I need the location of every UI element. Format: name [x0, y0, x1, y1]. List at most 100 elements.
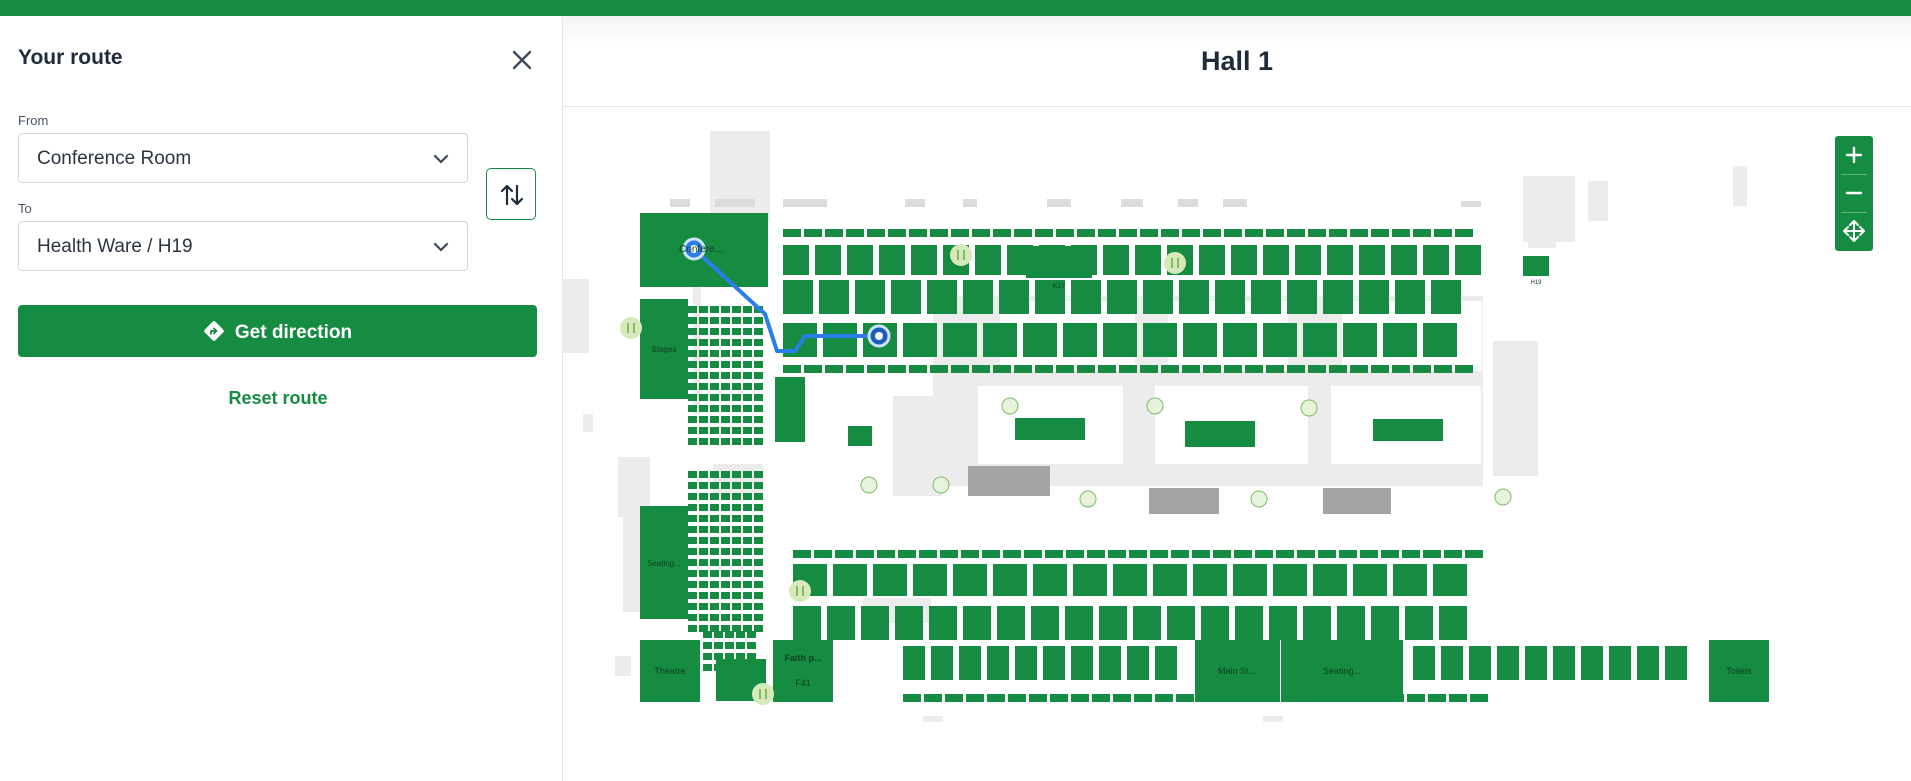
armchair-icon[interactable]	[1494, 488, 1512, 506]
close-button[interactable]	[506, 44, 538, 76]
booth	[929, 606, 957, 640]
booth	[699, 526, 708, 533]
fork-knife-glyph	[759, 689, 767, 699]
booth	[714, 642, 723, 649]
booth	[1073, 564, 1107, 596]
armchair-icon[interactable]	[1146, 397, 1164, 415]
booth	[688, 383, 697, 390]
booth	[1179, 280, 1209, 314]
booth	[903, 694, 921, 702]
booth	[1023, 323, 1057, 357]
route-line	[692, 247, 879, 353]
fork-knife-icon[interactable]	[620, 317, 642, 339]
booth	[1365, 694, 1383, 702]
booth	[747, 642, 756, 649]
booth	[743, 559, 752, 566]
booth	[951, 365, 969, 373]
booth	[804, 229, 822, 237]
recenter-button[interactable]	[1835, 212, 1873, 250]
armchair-icon[interactable]	[1001, 397, 1019, 415]
booth	[754, 493, 763, 500]
service-stub	[783, 199, 827, 207]
booth	[699, 328, 708, 335]
booth	[1413, 646, 1435, 680]
armchair-icon[interactable]	[1079, 490, 1097, 508]
booth	[1581, 646, 1603, 680]
booth	[703, 642, 712, 649]
booth	[1303, 606, 1331, 640]
booth	[1035, 365, 1053, 373]
booth	[1465, 550, 1483, 558]
booth	[743, 328, 752, 335]
fork-knife-icon[interactable]	[789, 580, 811, 602]
service-stub	[1461, 201, 1481, 207]
booth	[1392, 229, 1410, 237]
armchair-icon[interactable]	[1300, 399, 1318, 417]
booth	[1433, 564, 1467, 596]
label-toilets: Toilets	[1726, 666, 1752, 676]
zoom-separator	[1841, 212, 1867, 213]
armchair-icon[interactable]	[1250, 490, 1268, 508]
booth	[1391, 245, 1417, 275]
booth	[963, 280, 993, 314]
booth	[710, 493, 719, 500]
booth	[877, 550, 895, 558]
booth	[1308, 365, 1326, 373]
booth	[754, 394, 763, 401]
booth	[1329, 229, 1347, 237]
armchair-icon[interactable]	[860, 476, 878, 494]
booth	[1423, 323, 1457, 357]
get-direction-button[interactable]: Get direction	[18, 305, 537, 357]
to-select[interactable]: Health Ware / H19	[18, 221, 468, 271]
armchair-icon[interactable]	[932, 476, 950, 494]
fork-knife-glyph	[957, 250, 965, 260]
fork-knife-glyph	[627, 323, 635, 333]
booth	[754, 383, 763, 390]
booth	[714, 653, 723, 660]
fork-knife-icon[interactable]	[1164, 252, 1186, 274]
booth	[732, 372, 741, 379]
booth	[835, 550, 853, 558]
booth	[959, 646, 981, 680]
booth	[710, 581, 719, 588]
booth	[819, 280, 849, 314]
booth	[1327, 245, 1353, 275]
booth	[1260, 694, 1278, 702]
booth	[1135, 245, 1161, 275]
booth	[699, 515, 708, 522]
booth	[1263, 245, 1289, 275]
booth	[1167, 606, 1195, 640]
booth	[997, 606, 1025, 640]
booth	[1371, 365, 1389, 373]
from-select[interactable]: Conference Room	[18, 133, 468, 183]
booth	[710, 328, 719, 335]
booth	[1015, 418, 1085, 440]
service-stub	[963, 199, 977, 207]
booth	[1087, 550, 1105, 558]
zoom-out-button[interactable]	[1835, 174, 1873, 212]
booth	[1308, 229, 1326, 237]
booth	[710, 625, 719, 632]
booth	[1224, 229, 1242, 237]
booth	[1035, 229, 1053, 237]
reset-route-link[interactable]: Reset route	[228, 388, 328, 408]
booth	[1035, 280, 1065, 314]
fork-knife-icon[interactable]	[752, 683, 774, 705]
booth	[1071, 694, 1089, 702]
booth	[743, 526, 752, 533]
fork-knife-icon[interactable]	[950, 244, 972, 266]
booth	[743, 427, 752, 434]
booth	[783, 245, 809, 275]
booth	[743, 493, 752, 500]
swap-route-button[interactable]	[486, 168, 536, 220]
booth	[1143, 280, 1173, 314]
booth	[721, 339, 730, 346]
booth	[1071, 245, 1097, 275]
booth	[721, 394, 730, 401]
zoom-in-button[interactable]	[1835, 136, 1873, 174]
booth	[924, 694, 942, 702]
booth	[710, 526, 719, 533]
booth	[732, 339, 741, 346]
